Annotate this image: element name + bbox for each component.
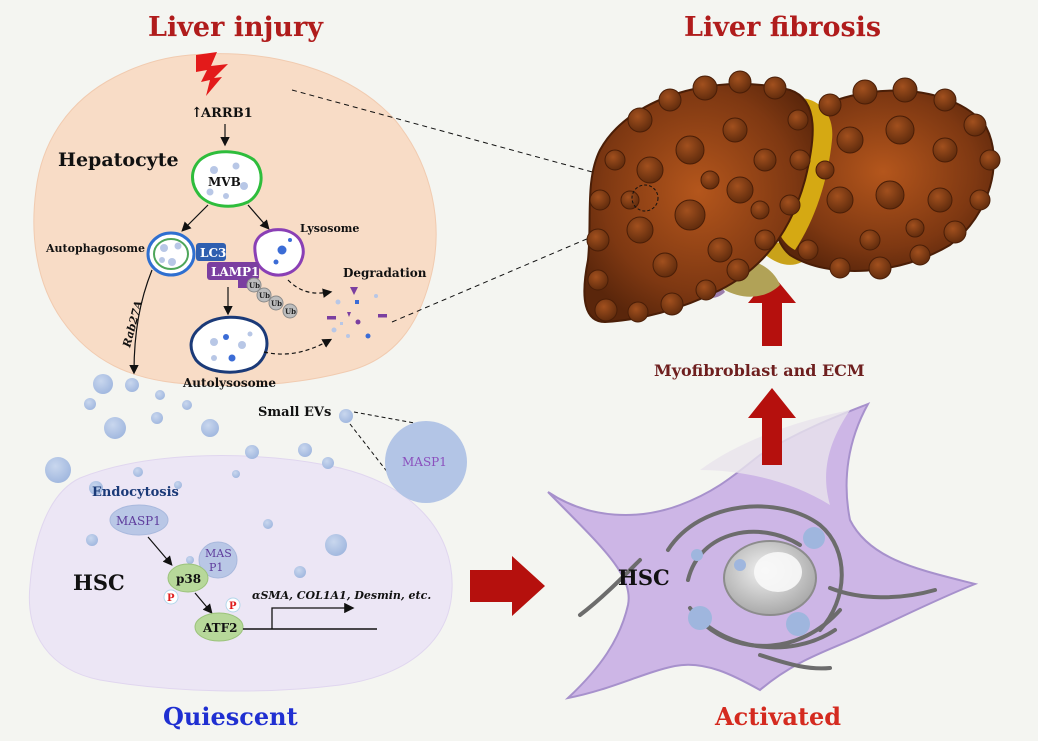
masp1-to-p38-arrow (147, 536, 173, 566)
ubiquitin-chain: Ub Ub Ub Ub (246, 277, 298, 319)
svg-text:Ub: Ub (285, 307, 296, 316)
autophagosome-label: Autophagosome (45, 242, 145, 255)
autolysosome-to-degradation-arrow (263, 338, 333, 355)
masp1-ev-label: MASP1 (402, 455, 447, 469)
zoom-line-bottom (391, 211, 651, 323)
degradation-fragments (327, 287, 387, 339)
atf2-label: ATF2 (202, 621, 237, 635)
mvb-label: MVB (208, 175, 241, 189)
activated-hsc-label: HSC (618, 565, 670, 590)
lc3-box (196, 243, 226, 261)
mvb-to-autophagosome-arrow (181, 204, 209, 232)
arrb1-label: ARRB1 (200, 106, 253, 121)
p38-protein (167, 563, 209, 593)
svg-text:Ub: Ub (259, 291, 270, 300)
zoom-line-top (291, 89, 641, 186)
atf2-phospho-badge (225, 597, 241, 613)
masp1-bound-vesicle (198, 541, 238, 579)
myofibroblast-ecm-label: Myofibroblast and ECM (654, 361, 865, 380)
masp1-bound-label-line1: MAS (205, 547, 232, 560)
small-evs-label: Small EVs (258, 405, 331, 420)
p38-to-atf2-arrow (194, 592, 213, 614)
hepatocyte-cell (33, 53, 437, 387)
svg-text:Ub: Ub (249, 281, 260, 290)
autolysosome-organelle (189, 315, 269, 374)
lamp1-box (207, 262, 259, 280)
atf2-protein (194, 612, 244, 642)
activated-hsc-evs (688, 527, 825, 636)
svg-text:Ub: Ub (271, 299, 282, 308)
title-liver-fibrosis: Liver fibrosis (684, 12, 881, 43)
small-ev-cluster (45, 374, 347, 578)
autophagosome-organelle (146, 231, 196, 277)
arrow-hsc-to-myofibroblast (748, 388, 796, 465)
nucleus-inner (754, 552, 802, 592)
liver-zoom-target (631, 184, 659, 212)
lamp1-label: LAMP1 (211, 265, 259, 279)
fibrotic-liver (583, 70, 1001, 324)
p38-phospho-label: P (167, 593, 175, 604)
lysosome-label: Lysosome (300, 222, 359, 235)
ev-zoom-line-bottom (349, 423, 393, 479)
rab27a-secretion-arrow (129, 269, 153, 375)
endocytosis-label: Endocytosis (92, 485, 179, 500)
activation-arrow (470, 556, 545, 616)
lamp1-tail (238, 280, 248, 288)
small-ev-highlight (339, 409, 353, 423)
transcription-start-arrow (271, 602, 355, 629)
degradation-label: Degradation (343, 266, 427, 280)
autolysosome-label: Autolysosome (182, 376, 276, 390)
ev-zoom-line-top (353, 411, 421, 425)
p38-label: p38 (176, 572, 201, 586)
target-genes-label: αSMA, COL1A1, Desmin, etc. (252, 589, 431, 602)
masp1-endocytic-vesicle (109, 504, 169, 536)
quiescent-hsc-label: HSC (73, 570, 125, 595)
lysosome-organelle (253, 228, 305, 277)
lysosome-to-degradation-arrow (287, 279, 333, 298)
mvb-to-lysosome-arrow (247, 204, 270, 230)
masp1-ev-zoom (385, 421, 467, 503)
title-liver-injury: Liver injury (148, 12, 324, 43)
atf2-phospho-label: P (229, 601, 237, 612)
title-quiescent: Quiescent (163, 702, 298, 731)
lc3-label: LC3 (200, 246, 226, 260)
masp1-vesicle-label: MASP1 (116, 514, 161, 528)
hepatocyte-label: Hepatocyte (58, 149, 179, 171)
title-activated: Activated (714, 702, 841, 731)
masp1-bound-label-line2: P1 (209, 561, 223, 574)
p38-phospho-badge (163, 589, 179, 605)
mvb-organelle (191, 150, 263, 208)
arrb1-up-arrow-icon: ↑ (191, 105, 203, 121)
lightning-bolt-icon (196, 52, 228, 96)
